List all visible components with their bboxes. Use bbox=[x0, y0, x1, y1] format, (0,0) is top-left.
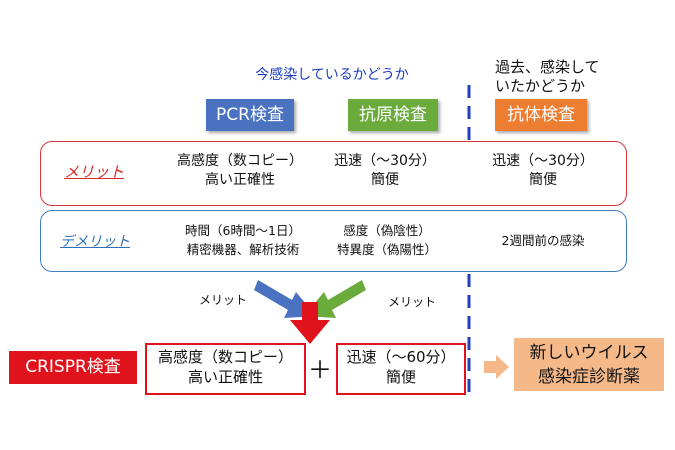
arrow-left-label: メリット bbox=[199, 293, 248, 307]
blue-arrow-icon bbox=[254, 280, 316, 318]
past-infection-label: 過去、感染して いたかどうか bbox=[495, 58, 645, 96]
crispr-box-sensitivity: 高感度（数コピー） 高い正確性 bbox=[145, 343, 306, 395]
crispr-box1-line2: 高い正確性 bbox=[187, 368, 263, 386]
merit-antibody-line2: 簡便 bbox=[529, 172, 557, 188]
pcr-test-tag: PCR検査 bbox=[206, 99, 294, 131]
merit-pcr-line2: 高い正確性 bbox=[205, 172, 275, 188]
demerit-pcr-line1: 時間（6時間～1日） bbox=[185, 223, 301, 238]
demerit-antigen-cell: 感度（偽陰性） 特異度（偽陽性） bbox=[322, 221, 452, 259]
demerit-antigen-line1: 感度（偽陰性） bbox=[343, 223, 431, 238]
past-infection-line1: 過去、感染して bbox=[495, 58, 600, 76]
red-arrow-icon bbox=[290, 302, 330, 344]
demerit-antibody-cell: 2週間前の感染 bbox=[501, 233, 585, 248]
plus-sign: ＋ bbox=[308, 356, 332, 384]
demerit-antigen-line2: 特異度（偽陽性） bbox=[336, 242, 437, 257]
antibody-test-tag: 抗体検査 bbox=[495, 99, 587, 131]
green-arrow-icon bbox=[304, 280, 366, 318]
past-infection-line2: いたかどうか bbox=[495, 77, 586, 95]
result-line1: 新しいウイルス bbox=[529, 343, 649, 363]
merit-antigen-line1: 迅速（～30分） bbox=[334, 153, 436, 169]
merit-antibody-cell: 迅速（～30分） 簡便 bbox=[478, 152, 608, 190]
antigen-test-tag: 抗原検査 bbox=[348, 99, 438, 131]
result-line2: 感染症診断薬 bbox=[538, 367, 640, 387]
demerit-row-label: デメリット bbox=[60, 234, 130, 250]
merit-pcr-cell: 高感度（数コピー） 高い正確性 bbox=[160, 152, 320, 190]
merit-pcr-line1: 高感度（数コピー） bbox=[177, 153, 303, 169]
crispr-box-speed: 迅速（～60分） 簡便 bbox=[336, 343, 466, 395]
new-diagnostic-box: 新しいウイルス 感染症診断薬 bbox=[514, 338, 664, 391]
current-infection-label: 今感染しているかどうか bbox=[255, 67, 409, 83]
merit-antigen-cell: 迅速（～30分） 簡便 bbox=[320, 152, 450, 190]
crispr-box2-line2: 簡便 bbox=[385, 368, 416, 386]
merit-antigen-line2: 簡便 bbox=[371, 172, 399, 188]
demerit-row-box bbox=[40, 210, 627, 272]
demerit-pcr-cell: 時間（6時間～1日） 精密機器、解析技術 bbox=[158, 221, 328, 259]
crispr-label: CRISPR検査 bbox=[9, 351, 137, 384]
merit-antibody-line1: 迅速（～30分） bbox=[492, 153, 594, 169]
arrows-graphic bbox=[254, 280, 366, 344]
merit-row-box bbox=[40, 141, 627, 206]
merit-row-label: メリット bbox=[64, 163, 125, 181]
crispr-box2-line1: 迅速（～60分） bbox=[346, 348, 456, 366]
result-arrow-icon bbox=[484, 355, 509, 379]
crispr-box1-line1: 高感度（数コピー） bbox=[157, 348, 293, 366]
arrow-right-label: メリット bbox=[388, 295, 437, 309]
demerit-pcr-line2: 精密機器、解析技術 bbox=[186, 242, 300, 257]
